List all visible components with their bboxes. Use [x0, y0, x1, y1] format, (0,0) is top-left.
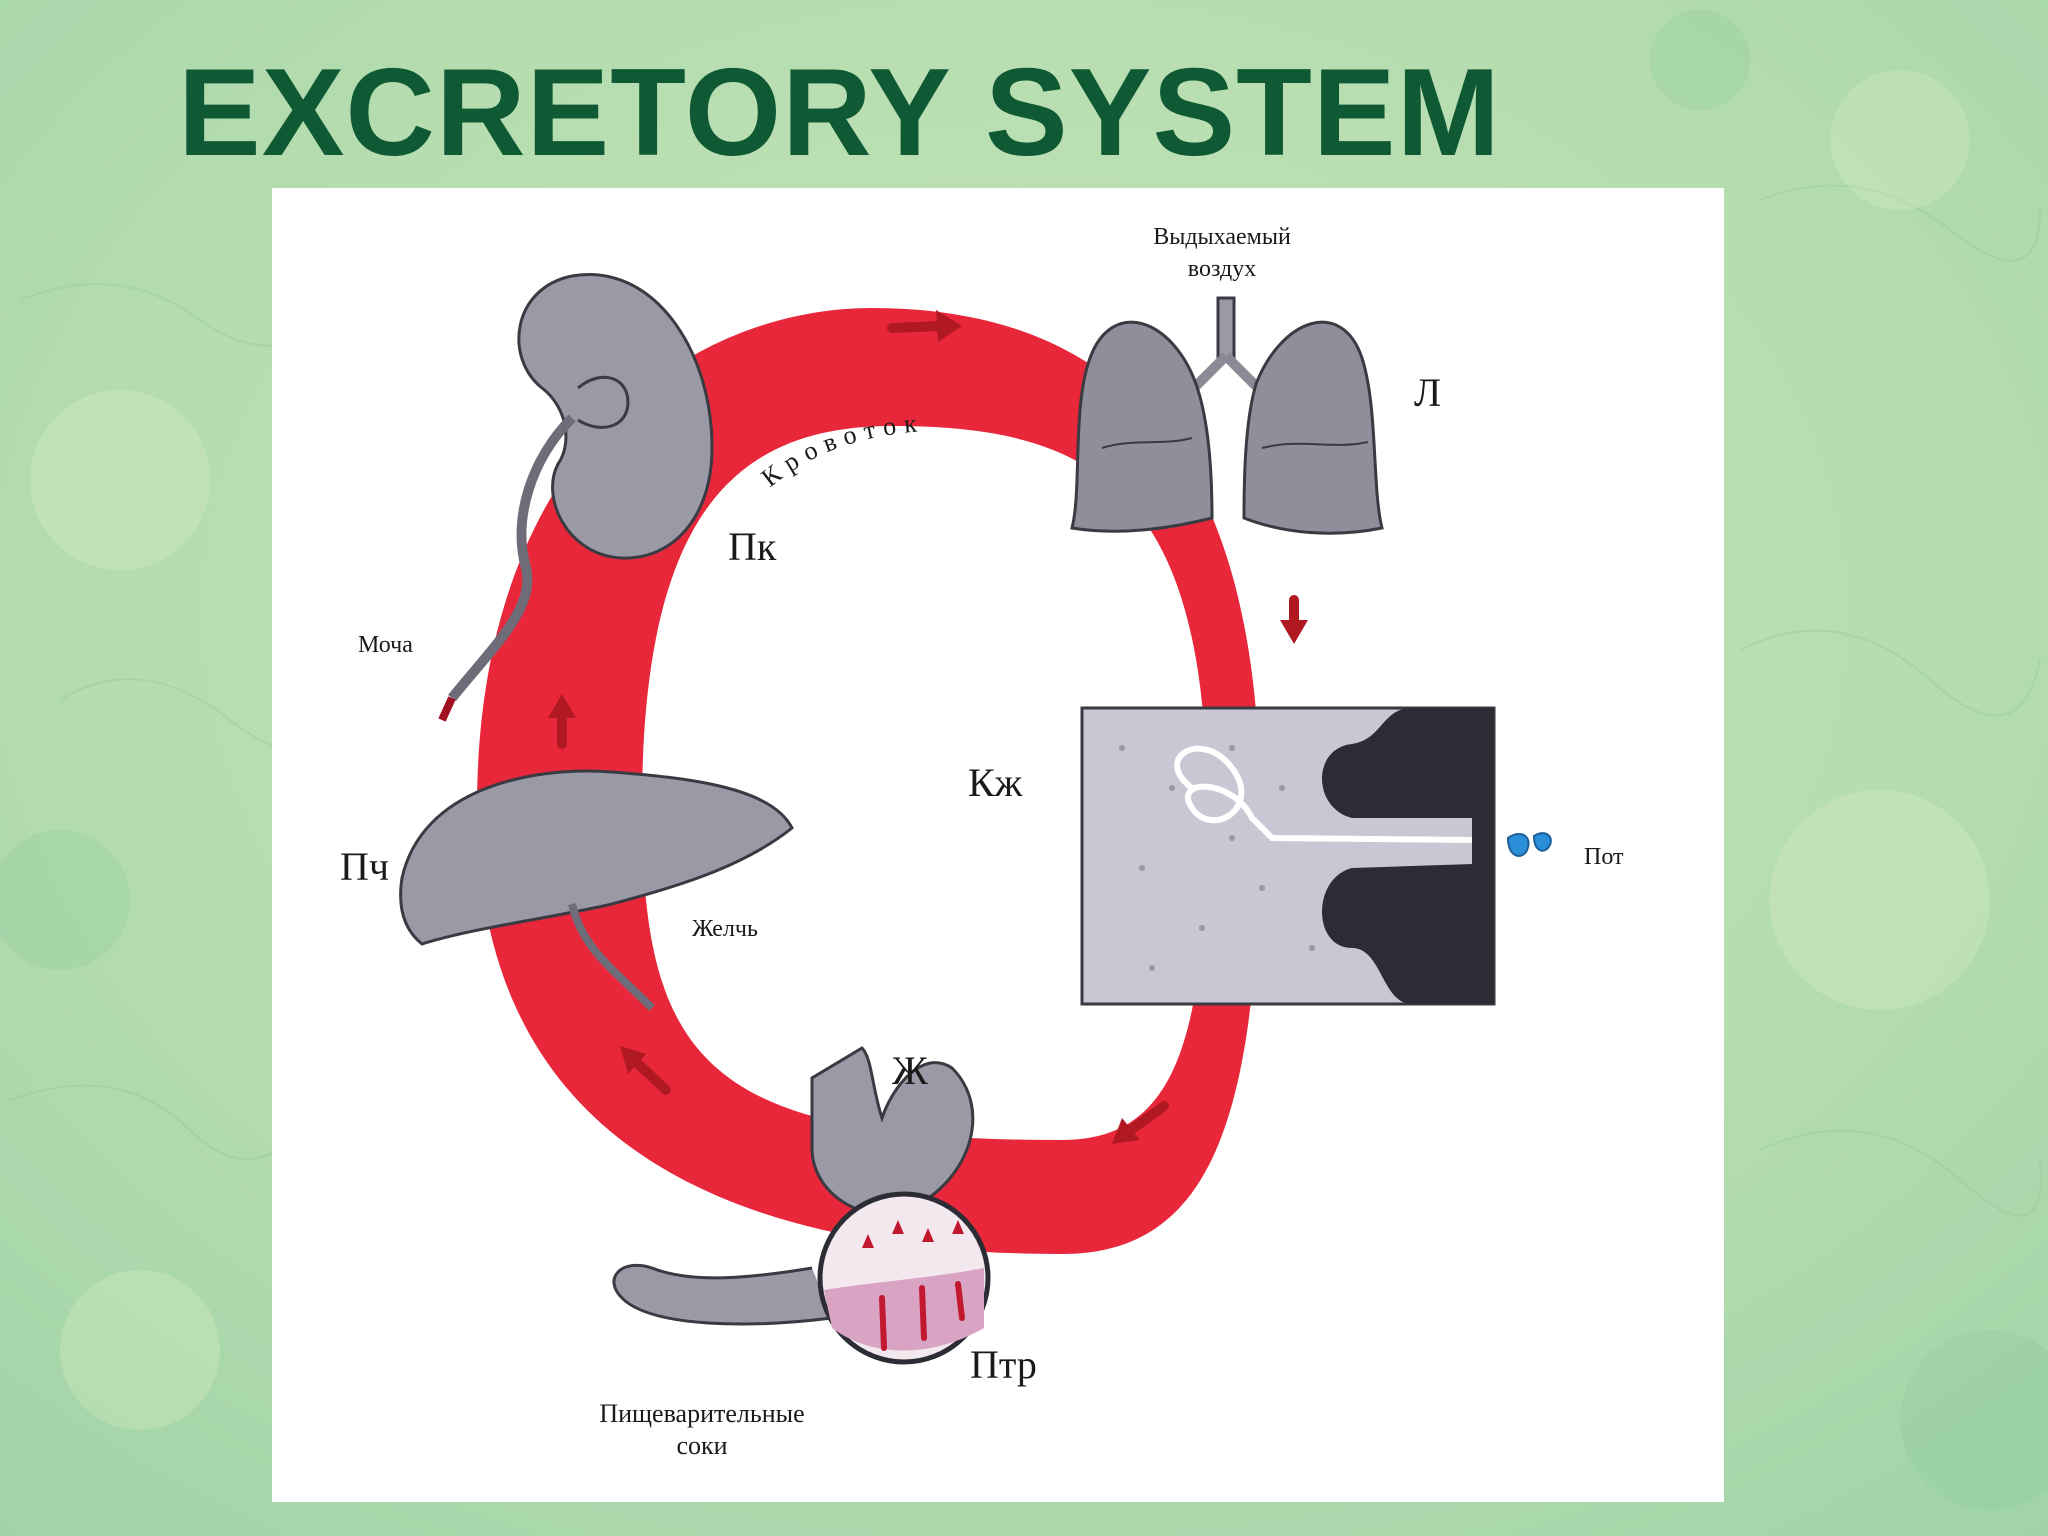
digestive-juices-label-line2: соки	[676, 1431, 727, 1460]
arrow-left-icon	[548, 694, 576, 749]
digestive-juices-label-line1: Пищеварительные	[599, 1399, 804, 1428]
exhaled-air-label-line2: воздух	[1188, 256, 1256, 282]
lungs-icon	[1070, 296, 1384, 535]
kidney-label: Пк	[728, 524, 777, 569]
flow-arrows	[548, 310, 1308, 1144]
bile-label: Желчь	[692, 916, 758, 942]
arrow-right-icon	[1280, 595, 1308, 644]
exhaled-air-label-line1: Выдыхаемый	[1153, 224, 1291, 250]
skin-label: Кж	[968, 760, 1023, 805]
arrow-lower-left-icon	[620, 1046, 671, 1095]
intestine-closeup-icon	[817, 1191, 991, 1365]
sweat-label: Пот	[1584, 844, 1624, 870]
stomach-label: Ж	[892, 1048, 928, 1093]
skin-section-icon	[1080, 706, 1552, 1006]
arrow-lower-right-icon	[1112, 1101, 1169, 1144]
slide-title: EXCRETORY SYSTEM	[178, 44, 1501, 182]
liver-label: Пч	[340, 844, 389, 889]
blood-loop	[477, 308, 1260, 1254]
urine-label: Моча	[358, 632, 413, 658]
liver-icon	[399, 769, 794, 1011]
sweat-drop-icon	[1506, 832, 1552, 857]
stomach-icon	[612, 1046, 975, 1326]
arrow-top-icon	[887, 310, 962, 342]
intestine-label: Птр	[970, 1342, 1037, 1387]
excretory-diagram: Кровоток	[272, 188, 1724, 1502]
kidney-icon	[438, 273, 714, 722]
lungs-label: Л	[1414, 370, 1441, 415]
